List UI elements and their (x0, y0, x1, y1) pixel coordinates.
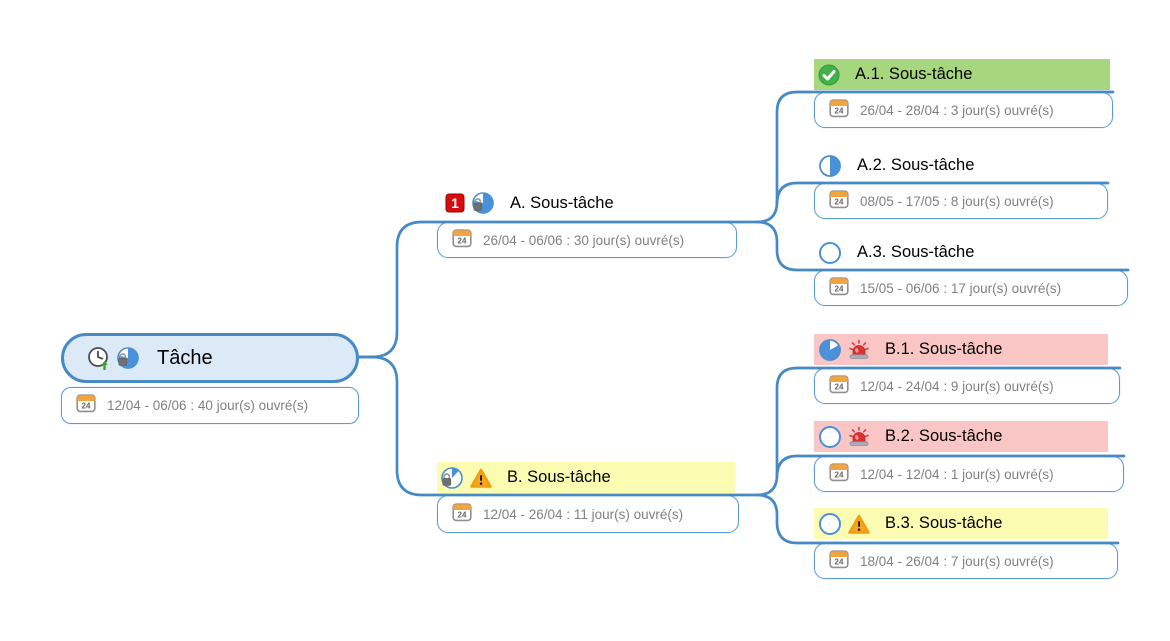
svg-text:24: 24 (835, 197, 844, 206)
progress-0-icon (818, 425, 842, 449)
svg-text:1: 1 (451, 195, 459, 211)
progress-75-locked-icon (116, 346, 140, 370)
node-b3-dates-bubble[interactable]: 24 18/04 - 26/04 : 7 jour(s) ouvré(s) (814, 543, 1118, 579)
node-a1-dates-text: 26/04 - 28/04 : 3 jour(s) ouvré(s) (860, 102, 1054, 118)
priority-1-icon: 1 (445, 193, 465, 213)
root-node-label: Tâche (157, 346, 213, 369)
calendar-icon: 24 (452, 502, 472, 527)
calendar-icon: 24 (829, 549, 849, 574)
node-b2-dates-bubble[interactable]: 24 12/04 - 12/04 : 1 jour(s) ouvré(s) (814, 456, 1124, 492)
svg-text:24: 24 (835, 106, 844, 115)
node-a1-highlight (814, 59, 1110, 90)
node-b-dates-bubble[interactable]: 24 12/04 - 26/04 : 11 jour(s) ouvré(s) (437, 495, 739, 533)
node-a1[interactable]: A.1. Sous-tâche (818, 59, 972, 90)
node-b2-dates-text: 12/04 - 12/04 : 1 jour(s) ouvré(s) (860, 466, 1054, 482)
node-b2[interactable]: B.2. Sous-tâche (818, 421, 1002, 452)
calendar-icon: 24 (829, 276, 849, 301)
node-b[interactable]: B. Sous-tâche (440, 462, 611, 493)
node-b-dates-text: 12/04 - 26/04 : 11 jour(s) ouvré(s) (483, 506, 684, 522)
root-dates-bubble[interactable]: 24 12/04 - 06/06 : 40 jour(s) ouvré(s) (61, 387, 359, 424)
node-a1-label: A.1. Sous-tâche (855, 65, 973, 83)
node-a-dates-text: 26/04 - 06/06 : 30 jour(s) ouvré(s) (483, 232, 685, 248)
progress-75-icon (818, 338, 842, 362)
alarm-icon (848, 339, 870, 361)
progress-0-icon (818, 241, 842, 265)
node-a3[interactable]: A.3. Sous-tâche (818, 237, 974, 268)
node-a2-dates-bubble[interactable]: 24 08/05 - 17/05 : 8 jour(s) ouvré(s) (814, 183, 1108, 219)
calendar-icon: 24 (829, 189, 849, 214)
node-b2-label: B.2. Sous-tâche (885, 427, 1003, 445)
root-dates-text: 12/04 - 06/06 : 40 jour(s) ouvré(s) (107, 398, 309, 413)
node-a2-label: A.2. Sous-tâche (857, 156, 975, 174)
svg-text:24: 24 (82, 402, 91, 411)
node-b3-dates-text: 18/04 - 26/04 : 7 jour(s) ouvré(s) (860, 553, 1054, 569)
svg-text:24: 24 (835, 557, 844, 566)
calendar-icon: 24 (76, 393, 96, 418)
node-b1-dates-text: 12/04 - 24/04 : 9 jour(s) ouvré(s) (860, 378, 1054, 394)
progress-0-icon (818, 512, 842, 536)
calendar-icon: 24 (829, 462, 849, 487)
node-b3-label: B.3. Sous-tâche (885, 514, 1003, 532)
node-b3[interactable]: B.3. Sous-tâche (818, 508, 1002, 539)
node-a1-dates-bubble[interactable]: 24 26/04 - 28/04 : 3 jour(s) ouvré(s) (814, 92, 1113, 128)
node-a-label: A. Sous-tâche (510, 193, 614, 212)
node-a2[interactable]: A.2. Sous-tâche (818, 150, 974, 181)
node-a3-dates-text: 15/05 - 06/06 : 17 jour(s) ouvré(s) (860, 280, 1062, 296)
alarm-icon (848, 426, 870, 448)
progress-50-icon (818, 154, 842, 178)
warning-icon (848, 514, 870, 534)
calendar-icon: 24 (829, 374, 849, 399)
done-check-icon (818, 64, 840, 86)
clock-forward-icon (86, 345, 112, 371)
node-a3-dates-bubble[interactable]: 24 15/05 - 06/06 : 17 jour(s) ouvré(s) (814, 270, 1128, 306)
progress-75-locked-icon (471, 191, 495, 215)
svg-text:24: 24 (458, 510, 467, 519)
svg-text:24: 24 (835, 284, 844, 293)
calendar-icon: 24 (829, 98, 849, 123)
calendar-icon: 24 (452, 228, 472, 253)
svg-text:24: 24 (458, 236, 467, 245)
node-a3-label: A.3. Sous-tâche (857, 243, 975, 261)
progress-25-locked-icon (440, 466, 464, 490)
root-node[interactable]: Tâche (61, 333, 359, 383)
node-b1[interactable]: B.1. Sous-tâche (818, 334, 1002, 365)
svg-text:24: 24 (835, 382, 844, 391)
node-a-dates-bubble[interactable]: 24 26/04 - 06/06 : 30 jour(s) ouvré(s) (437, 222, 737, 258)
node-a[interactable]: 1 A. Sous-tâche (445, 189, 614, 217)
warning-icon (470, 468, 492, 488)
svg-text:24: 24 (835, 470, 844, 479)
node-b-label: B. Sous-tâche (507, 468, 611, 486)
node-b1-dates-bubble[interactable]: 24 12/04 - 24/04 : 9 jour(s) ouvré(s) (814, 368, 1120, 404)
node-a2-dates-text: 08/05 - 17/05 : 8 jour(s) ouvré(s) (860, 193, 1054, 209)
node-b1-label: B.1. Sous-tâche (885, 340, 1003, 358)
